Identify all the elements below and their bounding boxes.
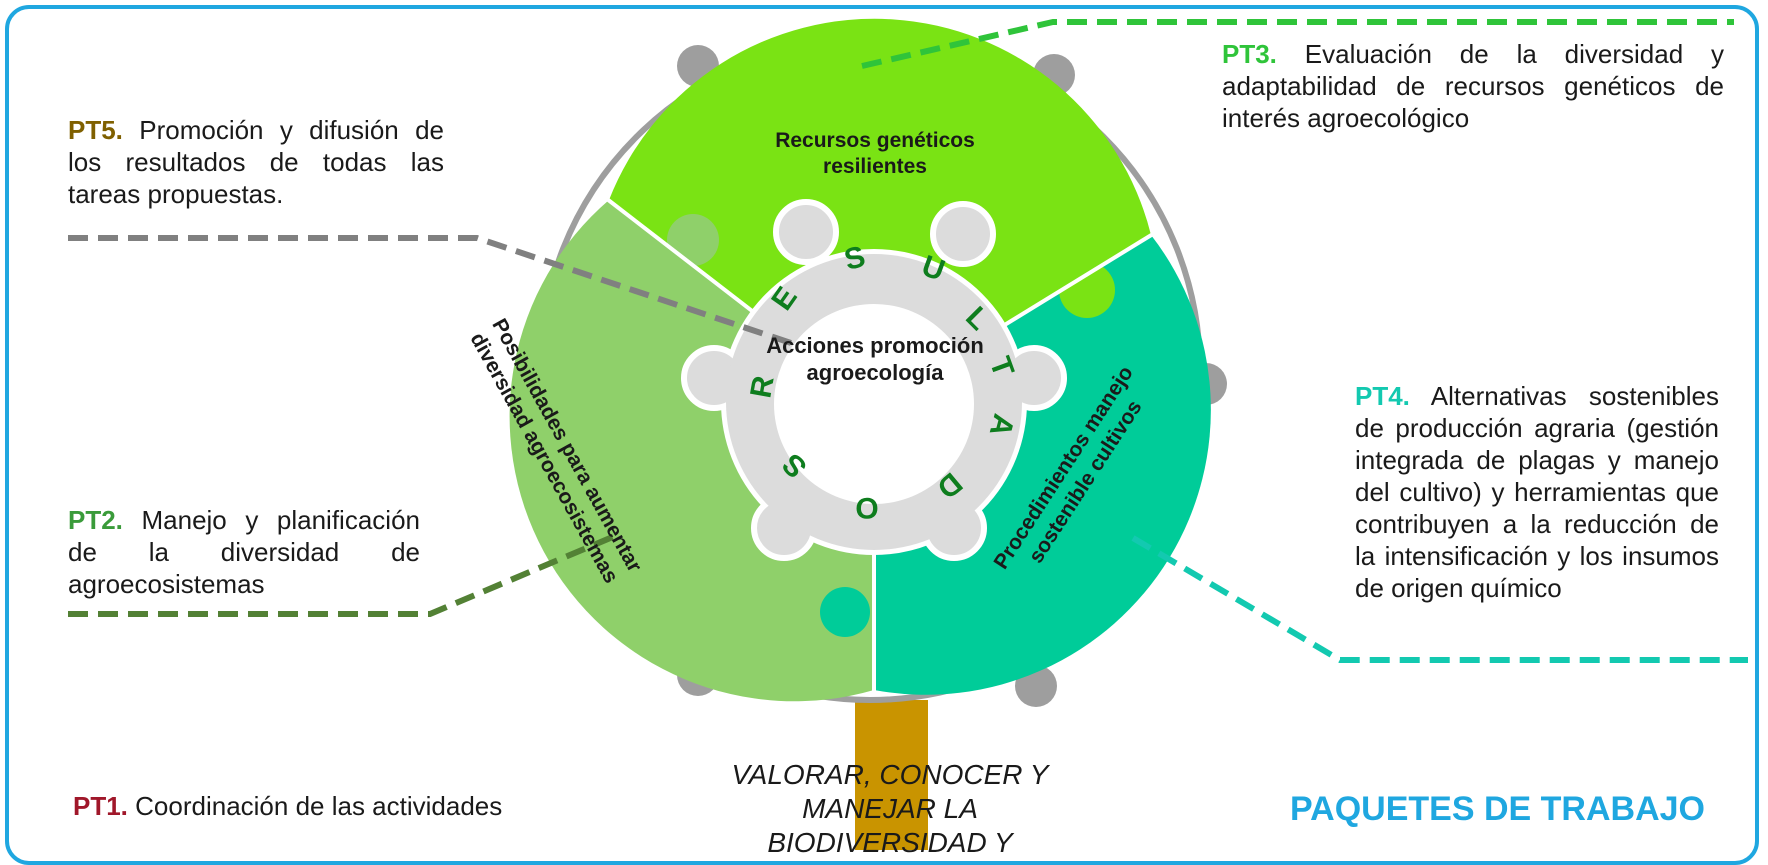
pt1-text: Coordinación de las actividades xyxy=(127,791,503,821)
pt5-description: PT5. Promoción y difusión de los resulta… xyxy=(68,114,444,210)
center-disc xyxy=(774,304,974,504)
pt4-text: Alternativas sostenibles de producción a… xyxy=(1355,381,1719,603)
segment-left xyxy=(509,200,874,702)
pt5-code: PT5. xyxy=(68,115,123,145)
pt2-connector xyxy=(68,533,617,617)
pt3-code: PT3. xyxy=(1222,39,1277,69)
pt2-description: PT2. Manejo y planificación de la divers… xyxy=(68,504,420,600)
segment-top-label: Recursos genéticos resilientes xyxy=(775,129,975,178)
ring-letter: O xyxy=(855,491,879,524)
pt2-code: PT2. xyxy=(68,505,123,535)
stem xyxy=(855,700,928,850)
stem-label: VALORAR, CONOCER Y MANEJAR LA BIODIVERSI… xyxy=(731,759,1049,858)
segment-right xyxy=(874,235,1211,695)
gear-knob xyxy=(773,199,839,265)
pt5-connector xyxy=(68,235,801,349)
pt1-description: PT1. Coordinación de las actividades xyxy=(73,790,593,822)
pt4-code: PT4. xyxy=(1355,381,1410,411)
pt1-code: PT1. xyxy=(73,791,128,821)
segment-top xyxy=(609,18,1151,406)
pt3-description: PT3. Evaluación de la diversidad y adapt… xyxy=(1222,38,1724,134)
page-title: PAQUETES DE TRABAJO xyxy=(1290,790,1705,828)
pt5-text: Promoción y difusión de los resultados d… xyxy=(68,115,444,209)
puzzle-tab xyxy=(820,587,870,637)
pt4-description: PT4. Alternativas sostenibles de producc… xyxy=(1355,380,1719,604)
pt2-text: Manejo y planificación de la diversidad … xyxy=(68,505,420,599)
gear-knob xyxy=(930,201,996,267)
pt3-connector xyxy=(861,19,1734,69)
pt4-connector xyxy=(1131,535,1748,663)
pt3-text: Evaluación de la diversidad y adaptabili… xyxy=(1222,39,1724,133)
puzzle-tab xyxy=(1059,262,1115,318)
puzzle-tab xyxy=(667,214,719,266)
center-label: Acciones promoción agroecología xyxy=(766,333,984,385)
